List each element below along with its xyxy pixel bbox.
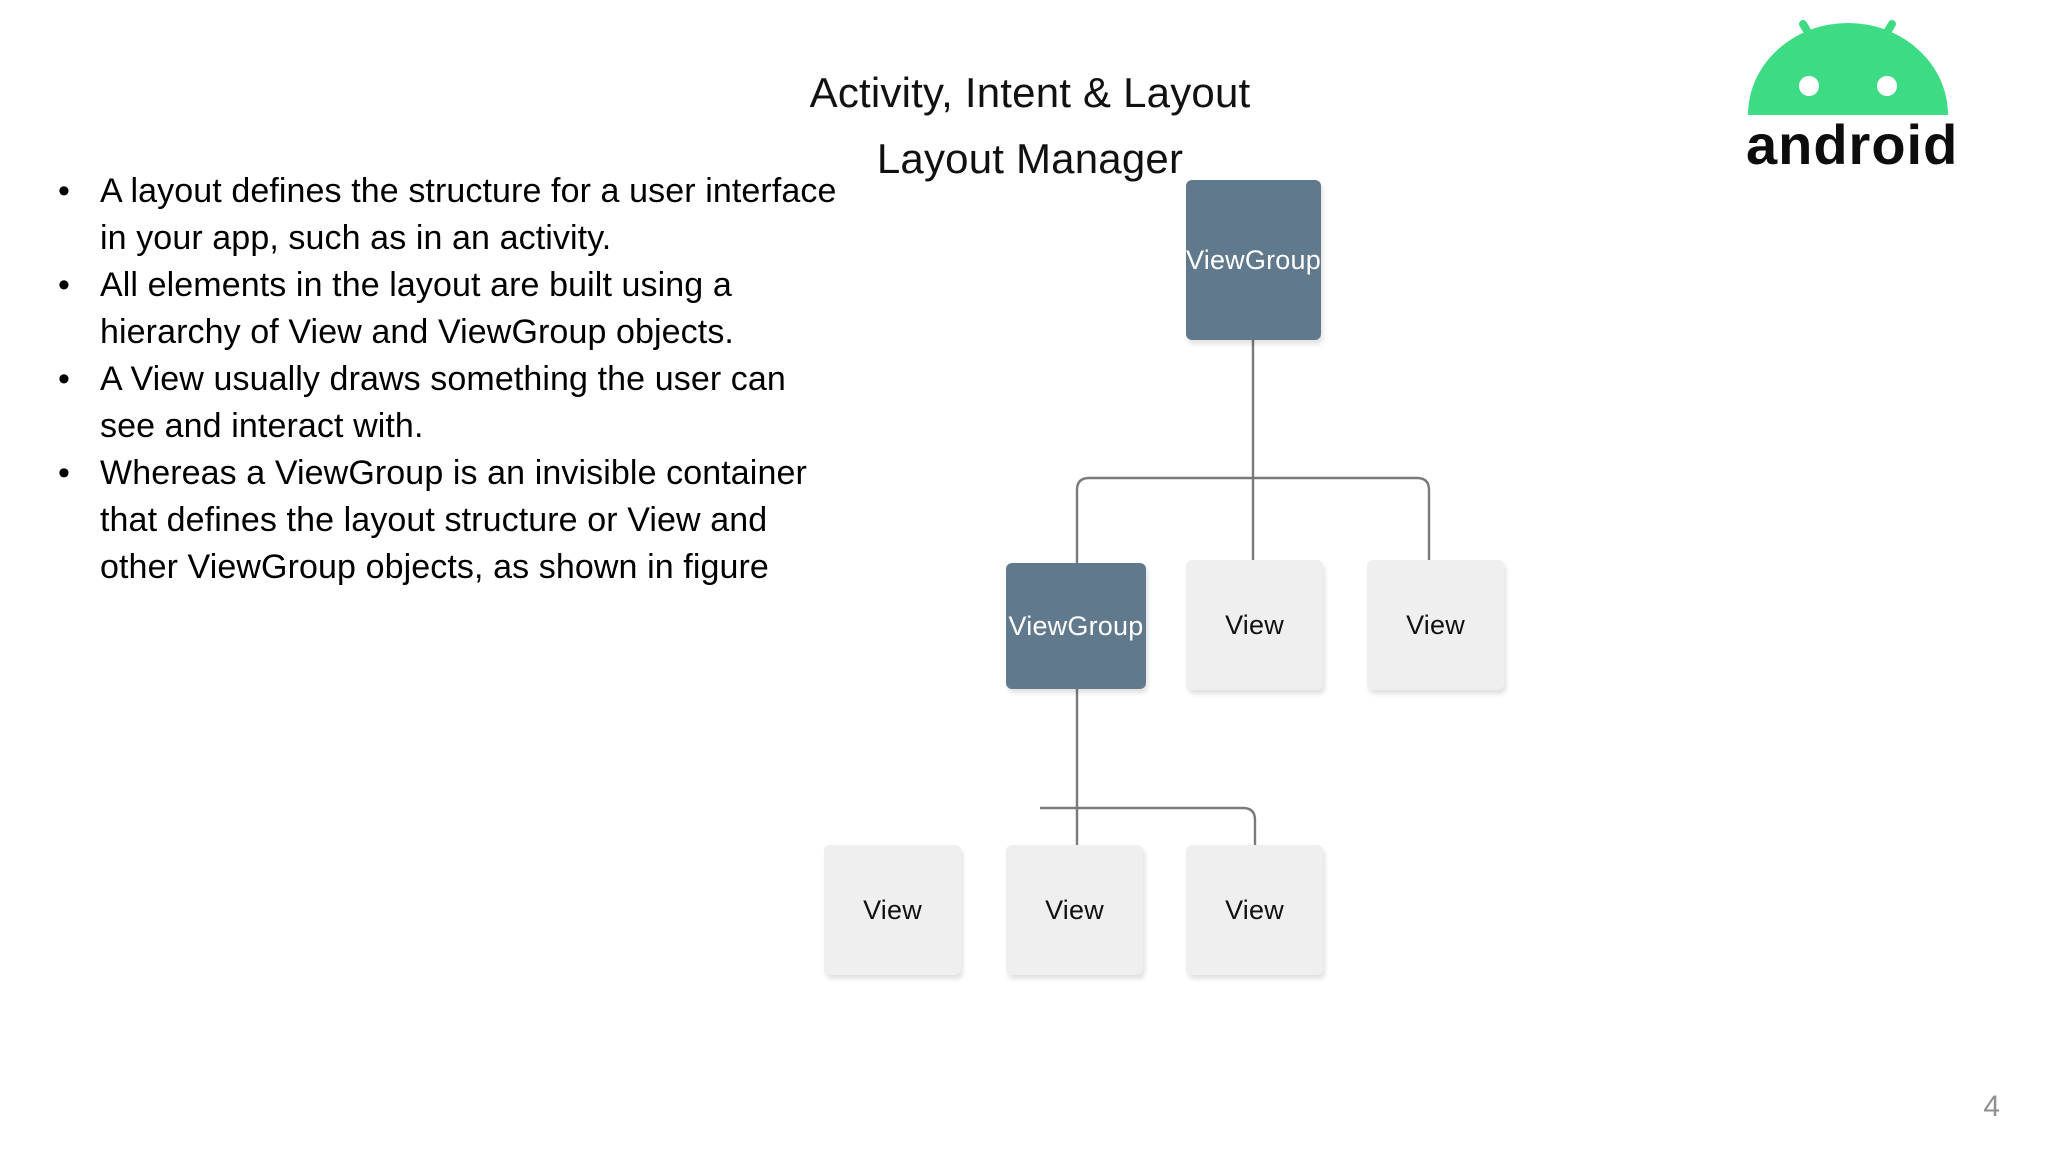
node-label: View xyxy=(1225,609,1284,640)
node-view-3c[interactable]: View xyxy=(1186,845,1323,975)
node-viewgroup-child[interactable]: ViewGroup xyxy=(1006,563,1146,689)
android-logo: android xyxy=(1745,18,2010,168)
node-view-3a[interactable]: View xyxy=(824,845,961,975)
node-label: View xyxy=(1406,609,1465,640)
list-item: • Whereas a ViewGroup is an invisible co… xyxy=(48,450,848,591)
bullet-marker-icon: • xyxy=(58,266,70,304)
bullet-text: Whereas a ViewGroup is an invisible cont… xyxy=(100,454,807,586)
bullet-text: A View usually draws something the user … xyxy=(100,360,786,445)
view-hierarchy-diagram: ViewGroup ViewGroup View View View View … xyxy=(824,160,2040,1040)
node-viewgroup-root[interactable]: ViewGroup xyxy=(1186,180,1321,340)
edge-bus-level2 xyxy=(1040,806,1257,821)
bullet-marker-icon: • xyxy=(58,360,70,398)
list-item: • All elements in the layout are built u… xyxy=(48,262,848,356)
bullet-text: All elements in the layout are built usi… xyxy=(100,266,734,351)
android-wordmark: android xyxy=(1746,113,1958,168)
bullet-marker-icon: • xyxy=(58,454,70,492)
node-label: ViewGroup xyxy=(1186,244,1321,275)
node-label: View xyxy=(1045,894,1104,925)
node-label: View xyxy=(1225,894,1284,925)
bullet-text: A layout defines the structure for a use… xyxy=(100,172,837,257)
android-robot-head-icon xyxy=(1748,20,1948,115)
node-label: View xyxy=(863,894,922,925)
node-view-2b[interactable]: View xyxy=(1367,560,1504,690)
page-number: 4 xyxy=(1983,1090,2000,1123)
node-label: ViewGroup xyxy=(1008,610,1144,641)
node-view-3b[interactable]: View xyxy=(1006,845,1143,975)
bullet-list: • A layout defines the structure for a u… xyxy=(48,168,848,591)
bullet-marker-icon: • xyxy=(58,172,70,210)
list-item: • A layout defines the structure for a u… xyxy=(48,168,848,262)
title-line-1: Activity, Intent & Layout xyxy=(809,69,1251,116)
title-line-2: Layout Manager xyxy=(876,135,1184,182)
node-view-2a[interactable]: View xyxy=(1186,560,1323,690)
slide-title: Activity, Intent & Layout Layout Manager xyxy=(550,60,1510,192)
list-item: • A View usually draws something the use… xyxy=(48,356,848,450)
